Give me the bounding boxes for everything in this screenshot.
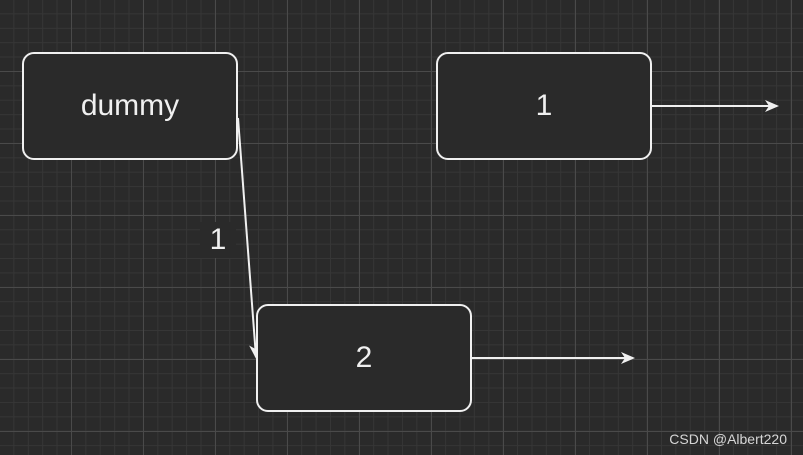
edge-dummy-to-node-2 — [237, 117, 262, 359]
node-dummy[interactable]: dummy — [22, 52, 238, 160]
node-dummy-label: dummy — [80, 89, 180, 122]
node-1[interactable]: 1 — [436, 52, 652, 160]
watermark: CSDN @Albert220 — [669, 431, 787, 447]
node-2-label: 2 — [355, 341, 373, 374]
node-1-label: 1 — [535, 89, 553, 122]
node-2[interactable]: 2 — [256, 304, 472, 412]
edge-label-dummy-to-node-2: 1 — [200, 222, 236, 258]
